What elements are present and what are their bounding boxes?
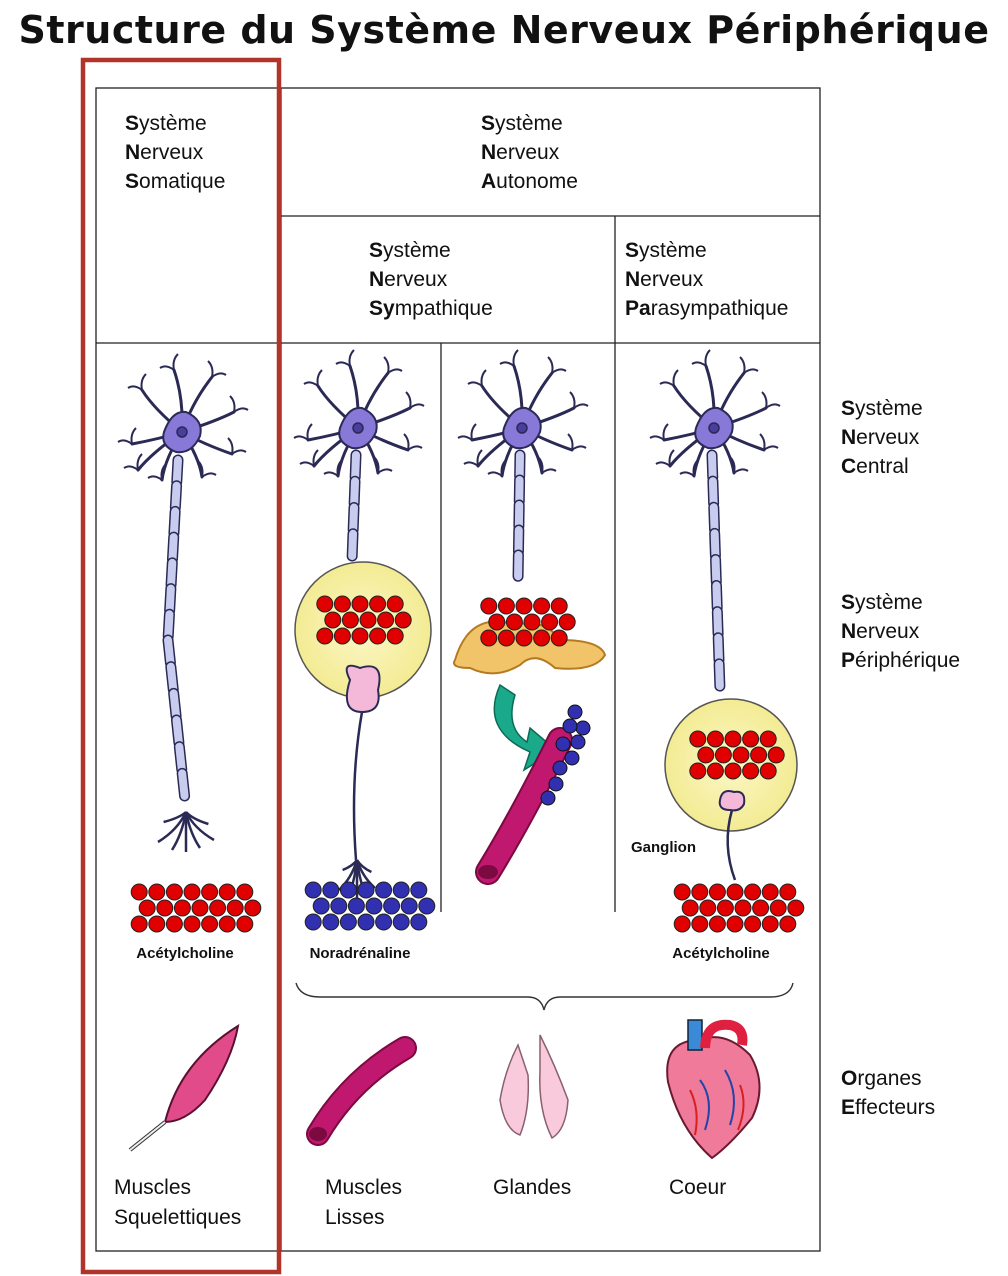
header-autonome: Système Nerveux Autonome — [481, 112, 578, 193]
effector-muscles-lisses: Muscles Lisses — [325, 1176, 403, 1229]
somatic-neuron — [117, 353, 249, 852]
glands-icon — [499, 1034, 569, 1140]
nt-label-somatic: Acétylcholine — [136, 945, 234, 962]
side-label-organes: Organes Effecteurs — [841, 1067, 936, 1119]
page-title: Structure du Système Nerveux Périphériqu… — [18, 8, 990, 52]
adrenal-gland — [453, 597, 607, 675]
nt-label-parasympathetic: Acétylcholine — [672, 945, 770, 962]
header-parasympathique: Système Nerveux Parasympathique — [625, 239, 789, 320]
effector-glandes: Glandes — [493, 1176, 572, 1199]
effector-muscles-squelettiques: Muscles Squelettiques — [114, 1176, 242, 1229]
noradrenaline-in-blood — [540, 704, 591, 806]
skeletal-muscle-icon — [128, 1023, 240, 1152]
parasympathetic-neuron — [649, 349, 781, 692]
header-somatique: Système Nerveux Somatique — [125, 112, 226, 193]
nt-label-sympathetic: Noradrénaline — [309, 945, 411, 962]
noradrenaline-cluster-sympathetic — [304, 881, 436, 931]
somatic-highlight-frame — [80, 57, 282, 1275]
side-label-peripherique: Système Nerveux Périphérique — [841, 591, 961, 672]
acetylcholine-cluster-parasympathetic — [673, 883, 805, 933]
parasympathetic-ganglion — [664, 698, 798, 881]
adrenal-neuron — [457, 349, 589, 582]
effector-brace — [295, 982, 794, 1011]
blood-vessel-adrenal — [475, 727, 573, 885]
side-label-central: Système Nerveux Central — [841, 397, 923, 478]
effector-coeur: Coeur — [669, 1176, 727, 1199]
header-sympathique: Système Nerveux Sympathique — [369, 239, 493, 320]
illustrations — [117, 349, 805, 1160]
acetylcholine-cluster-somatic — [130, 883, 262, 933]
ganglion-label: Ganglion — [631, 839, 696, 856]
heart-icon — [666, 1019, 761, 1160]
sympathetic-neuron — [293, 349, 425, 900]
smooth-muscle-vessel-icon — [306, 1036, 417, 1146]
